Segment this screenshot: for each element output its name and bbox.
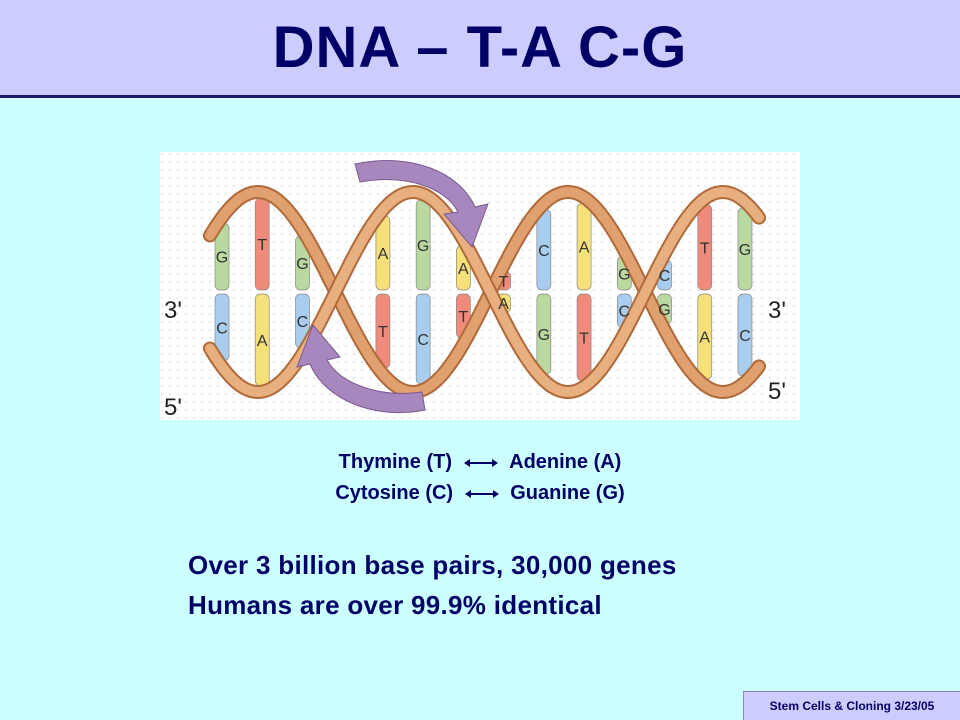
base-letter: C: [538, 243, 550, 260]
base-letter: A: [257, 333, 268, 350]
base-letter: A: [579, 240, 590, 257]
base-letter: G: [538, 327, 550, 344]
pair-left-label: Thymine (T): [338, 451, 452, 473]
rotation-arrow-top-icon: [354, 160, 489, 248]
backbone-strand-b: [205, 186, 764, 398]
base-letter: A: [458, 261, 469, 278]
base-letter: G: [296, 256, 308, 273]
base-letter: G: [417, 238, 429, 255]
base-letter: C: [659, 268, 671, 285]
base-letter: T: [700, 240, 710, 257]
fact-line-base-pairs: Over 3 billion base pairs, 30,000 genes: [188, 550, 677, 580]
pair-right-label: Guanine (G): [510, 482, 625, 504]
end-label-top-right: 3': [768, 297, 786, 324]
base-pairing-rule-2: Cytosine (C) Guanine (G): [0, 482, 960, 505]
base-letter: T: [579, 330, 589, 347]
base-letter: T: [378, 324, 388, 341]
base-letter: A: [699, 330, 710, 347]
base-letter: T: [458, 309, 468, 326]
base-letter: C: [739, 328, 751, 345]
base-pairing-rule-1: Thymine (T) Adenine (A): [0, 451, 960, 474]
footer-label: Stem Cells & Cloning 3/23/05: [743, 691, 960, 720]
double-arrow-icon: [463, 458, 498, 467]
slide-title: DNA – T-A C-G: [272, 15, 688, 80]
base-letter: C: [417, 332, 429, 349]
end-label-bottom-left: 5': [164, 394, 182, 420]
base-letter: C: [297, 314, 309, 331]
end-label-bottom-right: 5': [768, 378, 786, 405]
base-letter: G: [739, 242, 751, 259]
rotation-arrow-bottom-icon: [296, 324, 426, 414]
base-letter: G: [618, 266, 630, 283]
title-bar: DNA – T-A C-G: [0, 0, 960, 98]
double-arrow-icon: [464, 489, 499, 498]
base-letter: T: [257, 237, 267, 254]
base-letter: T: [499, 274, 509, 291]
end-label-top-left: 3': [164, 297, 182, 324]
fact-line-identical: Humans are over 99.9% identical: [188, 590, 602, 620]
pair-right-label: Adenine (A): [509, 451, 622, 473]
pair-left-label: Cytosine (C): [335, 482, 454, 504]
base-letter: A: [498, 296, 509, 313]
base-letter: C: [619, 304, 631, 321]
base-letter: A: [378, 246, 389, 263]
base-letter: G: [658, 302, 670, 319]
base-letter: G: [216, 250, 228, 267]
base-letter: C: [216, 320, 228, 337]
